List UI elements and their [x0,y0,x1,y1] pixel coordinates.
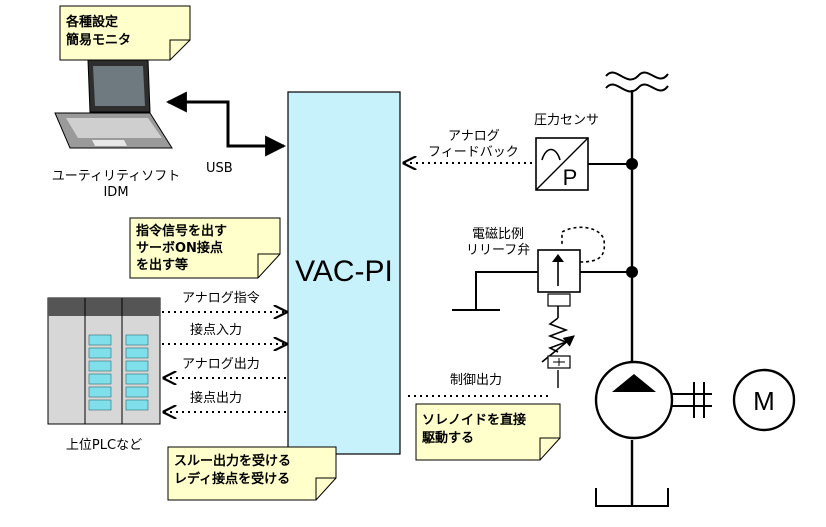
pump-icon [594,360,712,440]
feedback-label-line2: フィードバック [428,145,519,160]
signal-label-contact-input: 接点入力 [190,322,242,338]
pressure-sensor-label: 圧力センサ [534,113,599,128]
relief-valve-label-line1: 電磁比例 [472,227,524,242]
note-command-signal: 指令信号を出す サーボON接点 を出す等 [129,217,281,279]
laptop-icon [54,59,173,149]
note-command-line1: 指令信号を出す [136,223,227,239]
plc-label: 上位PLCなど [66,438,142,453]
vac-pi-controller [287,91,401,455]
signal-label-contact-output: 接点出力 [190,390,242,406]
control-output-label: 制御出力 [450,373,502,388]
note-through-line2: レディ接点を受ける [174,471,290,487]
motor-icon [732,368,796,432]
pressure-sensor-letter: P [563,165,578,190]
note-command-line3: を出す等 [136,257,188,273]
pressure-sensor-icon [535,137,632,191]
hydraulic-main-line [595,71,669,507]
laptop-label-line1: ユーティリティソフト [52,169,180,184]
relief-valve-label-line2: リリーフ弁 [466,243,530,258]
note-through-output: スルー出力を受ける レディ接点を受ける [167,446,337,501]
laptop-label-line2: IDM [103,185,128,200]
signal-label-analog-command: アナログ指令 [182,291,260,306]
note-settings-line2: 簡易モニタ [65,32,131,48]
feedback-label-line1: アナログ [448,129,500,144]
vac-pi-label: VAC-PI [295,255,393,288]
signal-label-analog-output: アナログ出力 [182,357,260,372]
relief-valve-icon [452,226,632,369]
usb-connection [165,91,287,157]
note-solenoid-line2: 駆動する [422,430,474,446]
usb-label: USB [206,161,233,176]
note-settings-monitor: 各種設定 簡易モニタ [59,5,191,61]
note-solenoid: ソレノイドを直接 駆動する [415,403,561,461]
plc-unit-icon [47,297,161,425]
note-solenoid-line1: ソレノイドを直接 [422,412,526,428]
note-command-line2: サーボON接点 [136,240,223,256]
motor-letter: M [753,386,775,416]
note-settings-line1: 各種設定 [65,14,118,30]
note-through-line1: スルー出力を受ける [174,453,291,469]
plc-signals [162,312,286,412]
